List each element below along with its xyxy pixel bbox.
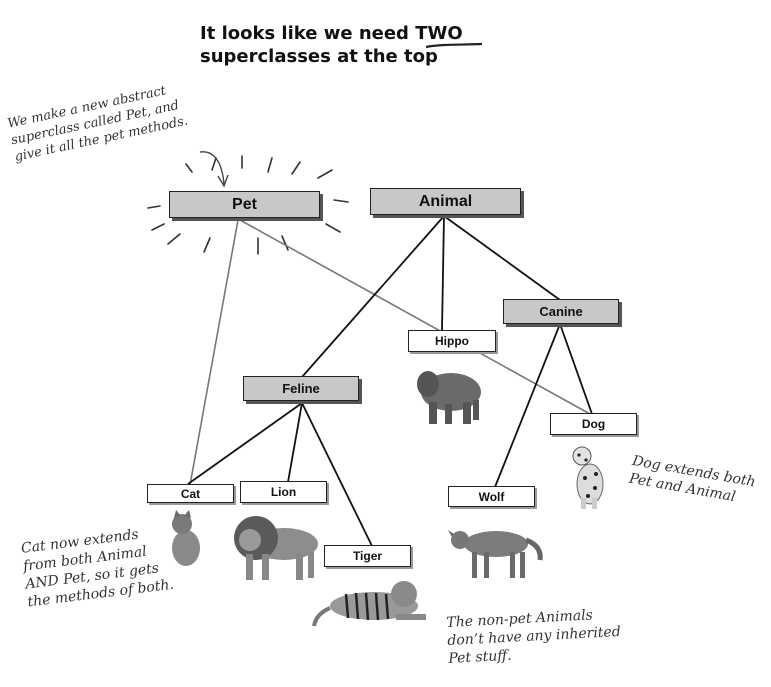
lion-image [234, 516, 318, 580]
class-box-feline: Feline [243, 376, 359, 401]
class-box-hippo: Hippo [408, 330, 496, 352]
two-underline [425, 42, 483, 49]
class-box-lion: Lion [240, 481, 327, 503]
class-box-wolf: Wolf [448, 486, 535, 507]
pet-note-arrowhead [217, 174, 229, 188]
class-label-canine: Canine [539, 304, 583, 319]
animal-inheritance-lines [187, 215, 593, 547]
dog-image [572, 446, 604, 509]
hippo-image [417, 371, 481, 424]
class-box-canine: Canine [503, 299, 619, 324]
class-label-lion: Lion [270, 485, 297, 499]
class-label-tiger: Tiger [352, 549, 383, 563]
class-box-cat: Cat [147, 484, 234, 503]
pet-note-arrow [199, 151, 225, 185]
non-pet-note: The non-pet Animals don’t have any inher… [446, 607, 622, 667]
page-title: It looks like we need TWO superclasses a… [200, 22, 463, 68]
class-label-dog: Dog [581, 417, 606, 431]
class-label-wolf: Wolf [478, 489, 505, 504]
class-box-dog: Dog [550, 413, 637, 435]
class-label-pet: Pet [232, 195, 257, 213]
class-label-feline: Feline [282, 381, 320, 396]
title-emphasis: TWO [415, 23, 463, 44]
class-box-tiger: Tiger [324, 545, 411, 567]
tiger-image [312, 581, 426, 627]
class-box-pet: Pet [169, 191, 320, 218]
title-line-1: It looks like we need [200, 23, 416, 44]
pet-emphasis-rays [147, 155, 349, 255]
class-label-animal: Animal [418, 192, 473, 210]
wolf-image [448, 530, 543, 578]
pet-inheritance-lines [189, 219, 591, 486]
class-box-animal: Animal [370, 188, 521, 215]
cat-image [172, 510, 200, 566]
class-label-cat: Cat [180, 486, 201, 501]
title-line-2: superclasses at the top [200, 46, 438, 67]
class-label-hippo: Hippo [435, 334, 469, 348]
